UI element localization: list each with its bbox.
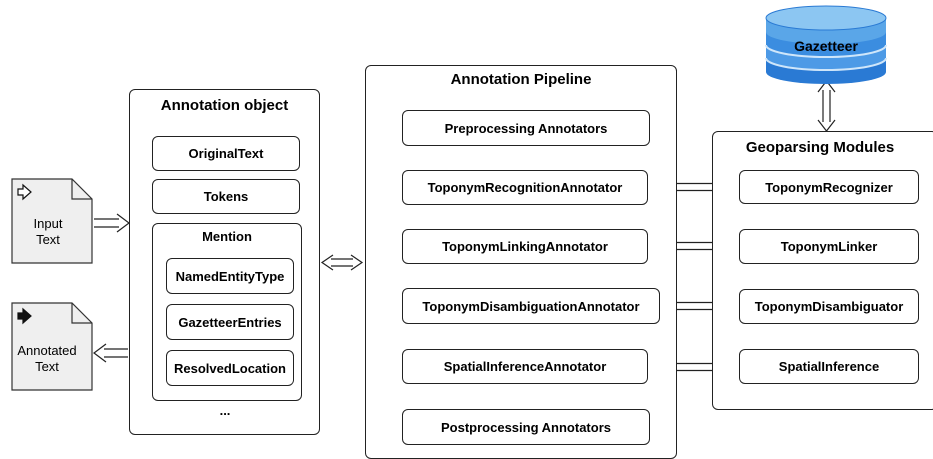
annotated-text-document-icon	[11, 302, 93, 391]
input-to-object-arrow	[94, 213, 130, 233]
input-label-line-2: Text	[36, 232, 60, 247]
tokens-field: Tokens	[152, 179, 300, 214]
spatial-inference-annotator-box: SpatialInferenceAnnotator	[402, 349, 648, 384]
gazetteer-entries-field: GazetteerEntries	[166, 304, 294, 340]
toponym-recognition-annotator-box: ToponymRecognitionAnnotator	[402, 170, 648, 205]
input-text-label: Input Text	[18, 216, 78, 248]
toponym-linking-annotator-box: ToponymLinkingAnnotator	[402, 229, 648, 264]
annotation-pipeline-title: Annotation Pipeline	[450, 71, 592, 88]
geoparsing-modules-title: Geoparsing Modules	[745, 139, 895, 156]
toponym-recognizer-box: ToponymRecognizer	[739, 170, 919, 204]
annotated-text-label: Annotated Text	[14, 343, 80, 375]
resolved-location-field: ResolvedLocation	[166, 350, 294, 386]
toponym-linker-box: ToponymLinker	[739, 229, 919, 264]
toponym-disambiguator-box: ToponymDisambiguator	[739, 289, 919, 324]
preprocessing-annotators-box: Preprocessing Annotators	[402, 110, 650, 146]
ellipsis-label: ...	[219, 403, 231, 418]
object-pipeline-bidirectional-arrow	[320, 254, 364, 271]
solid-arrow-icon	[17, 307, 32, 325]
output-label-line-1: Annotated	[17, 343, 77, 358]
gazetteer-geoparsing-arrow	[817, 80, 836, 132]
input-text-document-icon	[11, 178, 93, 264]
spatial-inference-box: SpatialInference	[739, 349, 919, 384]
gazetteer-label: Gazetteer	[794, 38, 858, 54]
original-text-field: OriginalText	[152, 136, 300, 171]
mention-title: Mention	[202, 229, 252, 244]
object-to-output-arrow	[93, 343, 128, 363]
gazetteer-database-icon	[765, 5, 887, 84]
output-label-line-2: Text	[35, 359, 59, 374]
annotation-object-title: Annotation object	[160, 97, 289, 114]
input-label-line-1: Input	[33, 216, 63, 231]
hollow-arrow-icon	[17, 183, 32, 201]
toponym-disambiguation-annotator-box: ToponymDisambiguationAnnotator	[402, 288, 660, 324]
named-entity-type-field: NamedEntityType	[166, 258, 294, 294]
postprocessing-annotators-box: Postprocessing Annotators	[402, 409, 650, 445]
